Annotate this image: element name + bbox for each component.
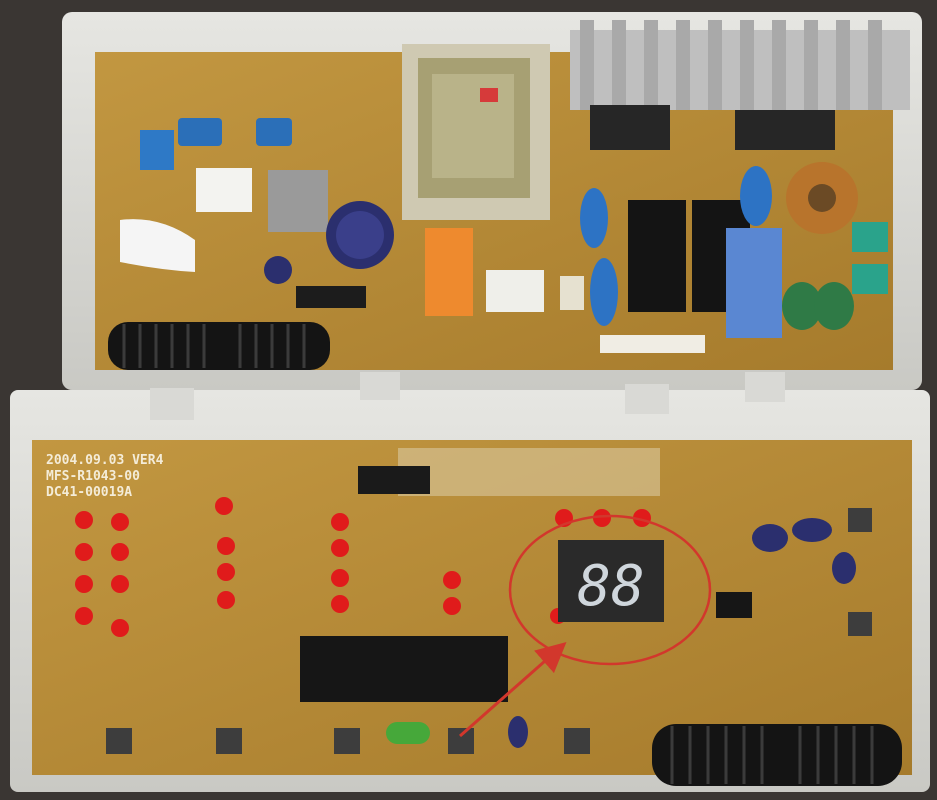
buzzer bbox=[120, 219, 195, 272]
blue-capacitor-3 bbox=[740, 166, 772, 226]
heat-sink bbox=[570, 20, 910, 150]
tact-switches bbox=[106, 508, 872, 754]
white-connector bbox=[196, 168, 252, 212]
power-board bbox=[62, 12, 922, 390]
blue-connector bbox=[140, 130, 174, 170]
small-connector bbox=[560, 276, 584, 310]
teal-terminal bbox=[852, 222, 888, 252]
control-board: 2004.09.03 VER4 MFS-R1043-00 DC41-00019A… bbox=[10, 372, 930, 792]
green-crystal bbox=[386, 722, 430, 744]
small-capacitor bbox=[264, 256, 292, 284]
display-digits: 88 bbox=[577, 554, 644, 619]
highlight-ellipse bbox=[508, 514, 712, 666]
ic-chip bbox=[296, 286, 366, 308]
teal-terminal-2 bbox=[852, 264, 888, 294]
small-capacitor-right-2 bbox=[792, 518, 832, 542]
ribbon-cable-top bbox=[108, 322, 330, 370]
led-group bbox=[75, 497, 651, 637]
seven-segment-display: 88 bbox=[558, 540, 664, 622]
small-capacitor-bottom bbox=[508, 716, 528, 748]
transformer bbox=[402, 44, 550, 220]
eeprom-chip bbox=[716, 592, 752, 618]
x-capacitor bbox=[726, 228, 782, 338]
microcontroller-chip bbox=[300, 636, 508, 702]
regulator-heatsink bbox=[268, 170, 328, 232]
green-choke bbox=[782, 282, 822, 330]
blue-varistor-2 bbox=[590, 258, 618, 326]
option-grid-area bbox=[398, 448, 660, 496]
orange-relay bbox=[425, 228, 473, 316]
power-relay-1 bbox=[628, 200, 686, 312]
blue-capacitor bbox=[178, 118, 222, 146]
green-choke-2 bbox=[814, 282, 854, 330]
board-date-version: 2004.09.03 VER4 bbox=[46, 453, 164, 468]
blue-capacitor bbox=[256, 118, 292, 146]
blue-varistor bbox=[580, 188, 608, 248]
ic-small bbox=[358, 466, 430, 494]
annotation-arrow bbox=[459, 642, 567, 738]
small-capacitor-right-3 bbox=[832, 552, 856, 584]
board-part-number: DC41-00019A bbox=[46, 485, 132, 500]
paper-label bbox=[600, 335, 705, 353]
small-capacitor-right bbox=[752, 524, 788, 552]
board-model: MFS-R1043-00 bbox=[46, 469, 140, 484]
ribbon-cable-bottom bbox=[652, 724, 902, 786]
white-connector-2 bbox=[486, 270, 544, 312]
